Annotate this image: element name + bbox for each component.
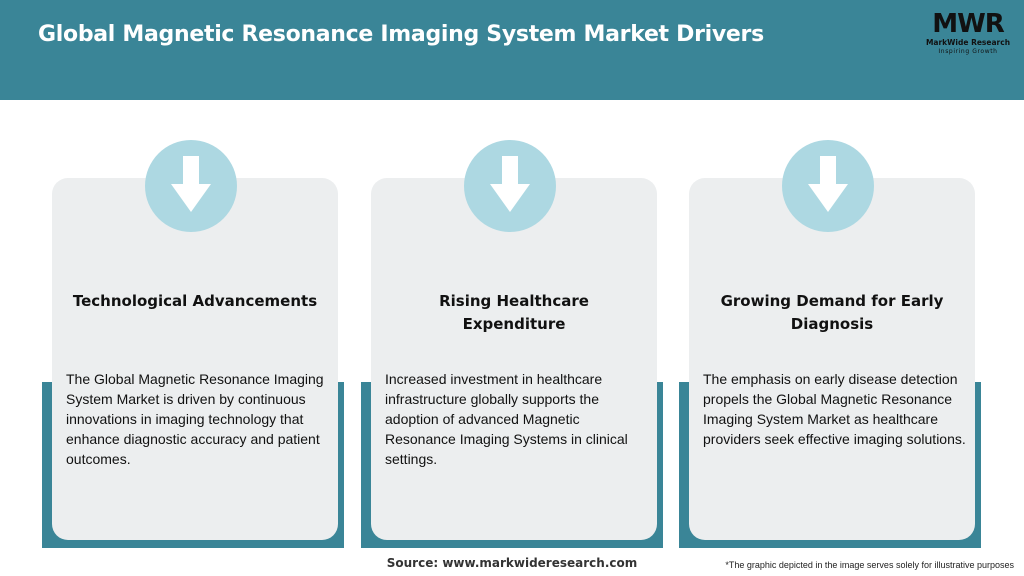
logo-mark: MWR [932,9,1005,39]
card-body: Technological Advancements The Global Ma… [52,178,338,540]
logo-tagline: Inspiring Growth [938,48,998,55]
card-description: The Global Magnetic Resonance Imaging Sy… [66,371,324,467]
source-link[interactable]: Source: www.markwideresearch.com [386,556,638,570]
card-description: Increased investment in healthcare infra… [385,371,628,467]
card-title: Rising Healthcare Expenditure [439,292,589,333]
arrow-down-icon [464,140,556,232]
company-logo[interactable]: MWR MarkWide Research Inspiring Growth [922,10,1014,60]
card-title: Technological Advancements [72,292,318,310]
disclaimer-note: *The graphic depicted in the image serve… [725,560,1014,570]
driver-card-early-diagnosis: Growing Demand for Early Diagnosis The e… [679,140,981,548]
logo-name: MarkWide Research [925,38,1011,47]
card-title: Growing Demand for Early Diagnosis [720,292,944,333]
header-banner: Global Magnetic Resonance Imaging System… [0,0,1024,100]
card-description: The emphasis on early disease detection … [703,371,966,447]
arrow-down-icon [782,140,874,232]
card-body: Rising Healthcare Expenditure Increased … [371,178,657,540]
card-body: Growing Demand for Early Diagnosis The e… [689,178,975,540]
arrow-down-icon [145,140,237,232]
page-title: Global Magnetic Resonance Imaging System… [38,22,764,47]
driver-card-technological: Technological Advancements The Global Ma… [42,140,344,548]
driver-card-healthcare-expenditure: Rising Healthcare Expenditure Increased … [361,140,663,548]
